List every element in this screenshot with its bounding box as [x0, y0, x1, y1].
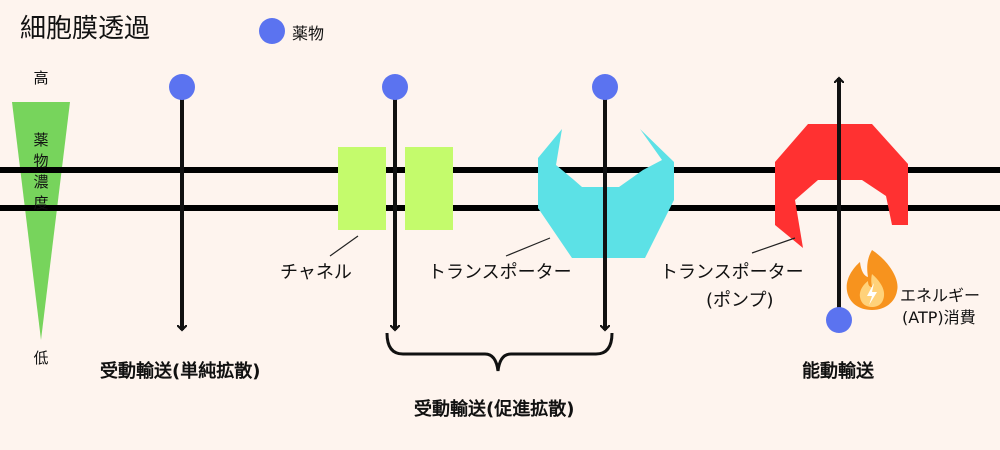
concentration-gradient	[12, 102, 70, 340]
pump-leader-line	[751, 237, 796, 254]
transporter-leader-line	[505, 237, 551, 257]
energy-label-line2: (ATP)消費	[902, 308, 976, 327]
pump-sub-label: (ポンプ)	[706, 290, 774, 311]
concentration-axis-char-4: 度	[33, 194, 49, 212]
facilitated-diffusion-category: 受動輸送(促進拡散)	[414, 399, 575, 420]
simple-diffusion-category: 受動輸送(単純拡散)	[100, 361, 261, 382]
facilitated-brace	[385, 332, 614, 372]
energy-label-line1: エネルギー	[900, 286, 981, 305]
channel-label: チャネル	[280, 262, 352, 283]
channel-right-block	[405, 147, 453, 230]
drug-dot-active	[826, 307, 852, 333]
drug-dot-simple	[169, 74, 195, 100]
transporter-label: トランスポーター	[428, 262, 572, 283]
channel-left-block	[338, 147, 386, 230]
pump-transporter-label: トランスポーター	[660, 262, 804, 283]
drug-dot-transporter	[592, 74, 618, 100]
active-transport-category: 能動輸送	[802, 361, 874, 382]
channel-leader-line	[329, 235, 359, 257]
legend-drug-dot	[259, 18, 285, 44]
page-title: 細胞膜透過	[20, 14, 151, 44]
concentration-low-label: 低	[33, 349, 49, 367]
concentration-axis-char-2: 物	[33, 152, 49, 170]
flame-icon	[846, 250, 898, 310]
pump-shape	[775, 124, 908, 248]
legend-label: 薬物	[292, 24, 325, 43]
concentration-axis-char-3: 濃	[33, 173, 49, 191]
concentration-axis-char-1: 薬	[33, 131, 49, 149]
concentration-high-label: 高	[33, 69, 49, 87]
drug-dot-channel	[382, 74, 408, 100]
